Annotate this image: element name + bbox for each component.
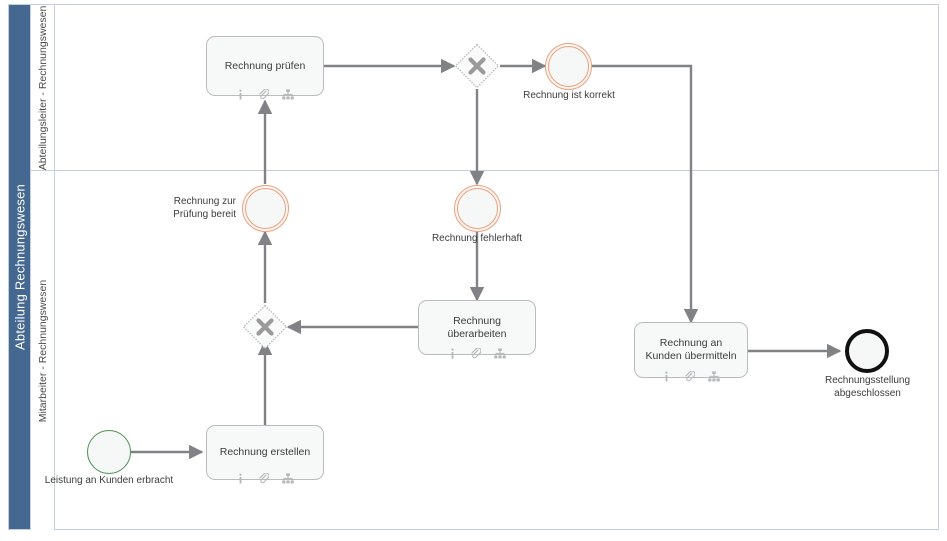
event-label-rechnung-ist-korrekt: Rechnung ist korrekt [523, 90, 615, 101]
event-start-leistung-an-kunden-erbracht[interactable] [87, 430, 131, 474]
pool-label: Abteilung Rechnungswesen [12, 184, 27, 350]
lane-header-abteilungsleiter[interactable]: Abteilungsleiter - Rechnungswesen [31, 5, 55, 170]
lane-header-mitarbeiter[interactable]: Mitarbeiter - Rechnungswesen [31, 171, 55, 530]
event-label-rechnung-fehlerhaft: Rechnung fehlerhaft [431, 233, 523, 244]
event-rechnung-ist-korrekt[interactable] [545, 43, 592, 90]
task-label: Rechnung erstellen [219, 446, 311, 458]
event-label-end: Rechnungsstellung abgeschlossen [824, 375, 911, 399]
event-label-start: Leistung an Kunden erbracht [44, 475, 174, 486]
task-label: Rechnung prüfen [224, 59, 306, 72]
task-rechnung-erstellen[interactable]: Rechnung erstellen [206, 425, 324, 484]
task-label: Rechnung an Kunden übermitteln [645, 337, 737, 362]
lane-abteilungsleiter[interactable]: Abteilungsleiter - Rechnungswesen [31, 5, 939, 171]
event-end-rechnungsstellung-abgeschlossen[interactable] [845, 329, 889, 373]
event-ring-inner [548, 46, 589, 87]
lane-label-mitarbeiter: Mitarbeiter - Rechnungswesen [36, 279, 49, 422]
gateway-exclusive-merge[interactable] [242, 304, 288, 350]
gateway-exclusive-pruefung-ergebnis[interactable] [454, 43, 500, 89]
task-rechnung-ueberarbeiten[interactable]: Rechnung überarbeiten [418, 300, 536, 359]
task-label: Rechnung überarbeiten [447, 314, 507, 340]
pool-header[interactable]: Abteilung Rechnungswesen [9, 5, 31, 529]
task-rechnung-pruefen[interactable]: Rechnung prüfen [206, 36, 324, 100]
lane-label-abteilungsleiter: Abteilungsleiter - Rechnungswesen [36, 5, 49, 170]
event-label-rechnung-zur-pruefung-bereit: Rechnung zur Prüfung bereit [173, 196, 236, 220]
exclusive-gateway-icon [454, 43, 500, 89]
event-rechnung-fehlerhaft[interactable] [454, 185, 501, 232]
pool-abteilung-rechnungswesen[interactable]: Abteilung Rechnungswesen Abteilungsleite… [8, 4, 939, 530]
task-rechnung-an-kunden-uebermitteln[interactable]: Rechnung an Kunden übermitteln [634, 322, 748, 382]
event-rechnung-zur-pruefung-bereit[interactable] [242, 185, 289, 232]
event-ring-inner [457, 188, 498, 229]
lane-mitarbeiter[interactable]: Mitarbeiter - Rechnungswesen [31, 171, 939, 530]
event-ring-inner [245, 188, 286, 229]
exclusive-gateway-icon [242, 304, 288, 350]
